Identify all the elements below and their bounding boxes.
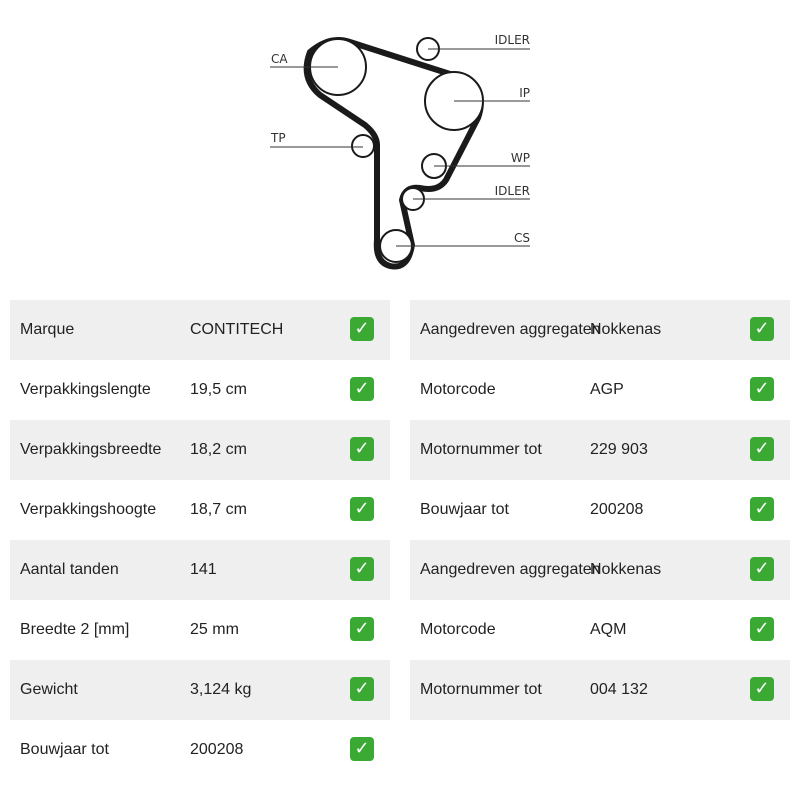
label-tp: TP xyxy=(270,131,286,145)
row-key: Motorcode xyxy=(420,381,496,398)
row-value: 229 903 xyxy=(590,441,648,458)
row-value: 141 xyxy=(190,561,217,578)
check-mark-icon: ✓ xyxy=(350,317,374,341)
check-mark-icon: ✓ xyxy=(750,437,774,461)
check-mark-icon: ✓ xyxy=(350,377,374,401)
check-mark-icon: ✓ xyxy=(350,557,374,581)
check-mark-icon: ✓ xyxy=(750,617,774,641)
row-value: AGP xyxy=(590,381,624,398)
row-key: Aangedreven aggregaten xyxy=(420,561,601,578)
row-value: 200208 xyxy=(590,501,644,518)
row-key: Aantal tanden xyxy=(20,561,119,578)
check-mark-icon: ✓ xyxy=(750,557,774,581)
check-mark-icon: ✓ xyxy=(750,497,774,521)
table-row: Aantal tanden 141 ✓ xyxy=(10,540,390,600)
check-mark-icon: ✓ xyxy=(750,317,774,341)
tp-pulley xyxy=(351,134,375,158)
label-ca: CA xyxy=(271,52,288,66)
table-row: Motorcode AGP ✓ xyxy=(410,360,790,420)
table-row: Bouwjaar tot 200208 ✓ xyxy=(410,480,790,540)
row-key: Marque xyxy=(20,321,75,338)
row-key: Verpakkingsbreedte xyxy=(20,441,162,458)
check-mark-icon: ✓ xyxy=(750,677,774,701)
row-value: AQM xyxy=(590,621,627,638)
row-key: Motorcode xyxy=(420,621,496,638)
row-value: 004 132 xyxy=(590,681,648,698)
row-key: Gewicht xyxy=(20,681,78,698)
row-value: CONTITECH xyxy=(190,321,284,338)
table-row: Bouwjaar tot 200208 ✓ xyxy=(10,720,390,780)
table-row: Verpakkingsbreedte 18,2 cm ✓ xyxy=(10,420,390,480)
table-row: Gewicht 3,124 kg ✓ xyxy=(10,660,390,720)
table-row: Verpakkingslengte 19,5 cm ✓ xyxy=(10,360,390,420)
table-row: Marque CONTITECH ✓ xyxy=(10,300,390,360)
check-mark-icon: ✓ xyxy=(350,437,374,461)
table-row: Verpakkingshoogte 18,7 cm ✓ xyxy=(10,480,390,540)
row-key: Motornummer tot xyxy=(420,441,542,458)
label-cs: CS xyxy=(514,231,530,245)
table-row: Breedte 2 [mm] 25 mm ✓ xyxy=(10,600,390,660)
label-idler-top: IDLER xyxy=(495,33,530,47)
row-key: Bouwjaar tot xyxy=(20,741,109,758)
check-mark-icon: ✓ xyxy=(350,617,374,641)
label-wp: WP xyxy=(511,151,530,165)
row-key: Bouwjaar tot xyxy=(420,501,509,518)
check-mark-icon: ✓ xyxy=(350,677,374,701)
row-key: Breedte 2 [mm] xyxy=(20,621,130,638)
check-mark-icon: ✓ xyxy=(350,497,374,521)
row-value: 18,7 cm xyxy=(190,501,247,518)
row-value: Nokkenas xyxy=(590,561,662,578)
row-value: Nokkenas xyxy=(590,321,662,338)
row-key: Verpakkingshoogte xyxy=(20,501,157,518)
timing-belt-diagram: CA TP IDLER IP WP IDLER CS xyxy=(270,33,530,270)
row-value: 25 mm xyxy=(190,621,239,638)
check-mark-icon: ✓ xyxy=(750,377,774,401)
row-value: 19,5 cm xyxy=(190,381,247,398)
left-spec-table: Marque CONTITECH ✓ Verpakkingslengte 19,5 cm… xyxy=(10,300,390,780)
row-value: 3,124 kg xyxy=(190,681,252,698)
table-row: Motornummer tot 229 903 ✓ xyxy=(410,420,790,480)
row-key: Motornummer tot xyxy=(420,681,542,698)
table-row: Motorcode AQM ✓ xyxy=(410,600,790,660)
row-value: 200208 xyxy=(190,741,244,758)
label-ip: IP xyxy=(519,86,530,100)
label-idler-mid: IDLER xyxy=(495,184,530,198)
row-key: Aangedreven aggregaten xyxy=(420,321,601,338)
table-row: Motornummer tot 004 132 ✓ xyxy=(410,660,790,720)
row-value: 18,2 cm xyxy=(190,441,247,458)
row-key: Verpakkingslengte xyxy=(20,381,151,398)
check-mark-icon: ✓ xyxy=(350,737,374,761)
